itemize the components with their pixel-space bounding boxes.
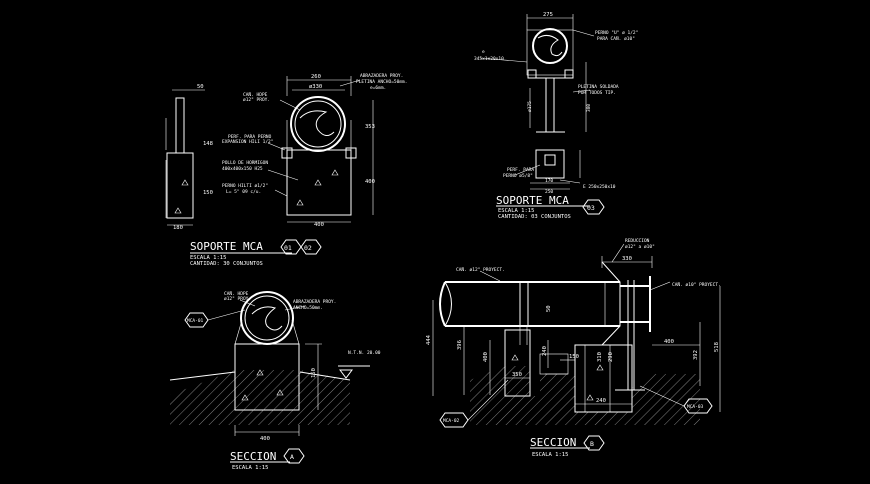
label-concrete-b: 400x400x150 H25 bbox=[222, 166, 263, 172]
dim-330: ø330 bbox=[309, 84, 322, 90]
dim-50-b: 50 bbox=[546, 305, 552, 312]
dim-353: 353 bbox=[365, 124, 375, 130]
view-soporte-03 bbox=[479, 14, 605, 215]
dim-400-bb: 400 bbox=[664, 339, 674, 345]
scale-section-a: ESCALA 1:15 bbox=[232, 465, 268, 471]
dim-50: 50 bbox=[197, 84, 204, 90]
tag-01-label: 01 bbox=[284, 244, 292, 252]
dim-400-ba: 400 bbox=[483, 352, 489, 362]
tag-a-label: A bbox=[290, 453, 294, 461]
pillar-right bbox=[574, 344, 633, 413]
dim-148: 148 bbox=[203, 141, 213, 147]
label-bolt-exp: PERF. PARA PERNO bbox=[228, 134, 272, 140]
pipe-circle-a bbox=[240, 291, 294, 345]
label-concrete: POLLO DE HORMIGON bbox=[222, 160, 268, 166]
dim-240-bb: 240 bbox=[596, 398, 606, 404]
title-section-a: SECCION bbox=[230, 450, 276, 463]
tag-b bbox=[583, 435, 605, 451]
label-clamp-01b: PLETINA ANCHO=50mm. bbox=[356, 79, 407, 85]
dim-240-b: 240 bbox=[542, 346, 548, 356]
ref-mca-02: MCA-02 bbox=[443, 418, 460, 424]
dim-330-b: 330 bbox=[622, 256, 632, 262]
tag-mca-03 bbox=[683, 398, 713, 414]
label-pipe-a-b: ø12" PROY. bbox=[224, 296, 251, 302]
tag-a bbox=[283, 448, 305, 464]
scale-view-03: ESCALA 1:15 bbox=[498, 208, 534, 214]
pipe-circle-01 bbox=[290, 96, 346, 152]
dim-350: 350 bbox=[512, 372, 522, 378]
dim-170: 170 bbox=[545, 178, 553, 184]
dim-392: 392 bbox=[693, 350, 699, 360]
label-bolt-exp-b: EXPANSION HILI 1/2" bbox=[222, 139, 273, 145]
tag-02 bbox=[300, 239, 322, 255]
title-view-01-02: SOPORTE MCA bbox=[190, 240, 263, 253]
dim-400-a: 400 bbox=[260, 436, 270, 442]
label-e-b: 345x1x20x10 bbox=[474, 56, 504, 62]
dim-380: 380 bbox=[586, 104, 592, 112]
dim-150-b: 150 bbox=[569, 354, 579, 360]
tag-03-label: 03 bbox=[587, 204, 595, 212]
pipe-circle-03 bbox=[532, 28, 568, 64]
dim-396: 396 bbox=[457, 340, 463, 350]
dim-250: 250 bbox=[545, 189, 553, 195]
label-clamp-01: ABRAZADERA PROY. bbox=[360, 73, 403, 79]
dim-400-w: 400 bbox=[314, 222, 324, 228]
scale-view-01-02: ESCALA 1:15 bbox=[190, 255, 226, 261]
dim-310: 310 bbox=[597, 352, 603, 362]
label-pipe-01: CAÑ. HDPE bbox=[243, 91, 268, 98]
qty-view-01-02: CANTIDAD: 30 CONJUNTOS bbox=[190, 261, 263, 267]
label-clamp-01c: e=6mm. bbox=[370, 85, 386, 91]
dim-150: 150 bbox=[203, 190, 213, 196]
label-pipe-a: CAÑ. HDPE bbox=[224, 290, 249, 297]
ref-mca-01: MCA-01 bbox=[187, 318, 204, 324]
dim-150-a: 150 bbox=[311, 368, 317, 378]
dim-175: ø175 bbox=[527, 101, 533, 112]
label-clamp-a: ABRAZADERA PROY. bbox=[293, 299, 336, 305]
label-u-bolt: PERNO "U" ø 1/2" bbox=[595, 30, 638, 36]
label-bolt-b: L= 5" 09 c/u. bbox=[226, 189, 261, 195]
dim-260: 260 bbox=[311, 74, 321, 80]
dim-518: 518 bbox=[714, 342, 720, 352]
ref-mca-03: MCA-03 bbox=[687, 404, 704, 410]
dim-444: 444 bbox=[426, 334, 432, 345]
label-pipe-12: CAÑ. ø12" PROYECT. bbox=[456, 266, 505, 273]
label-plate: PLETINA SOLDADA bbox=[578, 84, 619, 90]
qty-view-03: CANTIDAD: 03 CONJUNTOS bbox=[498, 214, 571, 220]
label-reduction-b: ø12" a ø10" bbox=[625, 244, 655, 250]
dim-290: 290 bbox=[608, 352, 614, 362]
concrete-block-side bbox=[166, 152, 194, 219]
scale-section-b: ESCALA 1:15 bbox=[532, 452, 568, 458]
pillar-left bbox=[504, 329, 531, 397]
label-e: e bbox=[482, 50, 485, 55]
post-side-view bbox=[175, 97, 185, 154]
tag-02-label: 02 bbox=[304, 244, 312, 252]
label-reduction: REDUCCION bbox=[625, 238, 650, 244]
view-soporte-01-02 bbox=[165, 76, 374, 255]
tag-03 bbox=[582, 199, 605, 215]
title-section-b: SECCION bbox=[530, 436, 576, 449]
tag-b-label: B bbox=[590, 440, 594, 448]
section-a bbox=[169, 291, 370, 464]
label-bolt: PERNO HILTI ø1/2" bbox=[222, 183, 268, 189]
section-b bbox=[432, 243, 721, 451]
level-ntn: N.T.N. 20.00 bbox=[348, 350, 381, 356]
label-plate-b: POR TODOS TIP. bbox=[578, 90, 616, 96]
base-plate bbox=[535, 149, 565, 179]
label-perf-b: PERNO ø5/8" bbox=[503, 173, 533, 179]
label-perf: PERF. PARA bbox=[507, 167, 534, 173]
dim-400-h: 400 bbox=[365, 179, 375, 185]
label-base: E 250x250x10 bbox=[583, 184, 616, 190]
dim-275: 275 bbox=[543, 12, 553, 18]
dim-180: 180 bbox=[173, 225, 183, 231]
label-u-bolt-b: PARA CAÑ. ø10" bbox=[597, 35, 635, 42]
title-view-03: SOPORTE MCA bbox=[496, 194, 569, 207]
label-pipe-10: CAÑ. ø10" PROYECT. bbox=[672, 281, 721, 288]
label-clamp-a-b: ANCHO=50mm. bbox=[293, 305, 323, 311]
label-pipe-01b: ø12" PROY. bbox=[243, 97, 270, 103]
